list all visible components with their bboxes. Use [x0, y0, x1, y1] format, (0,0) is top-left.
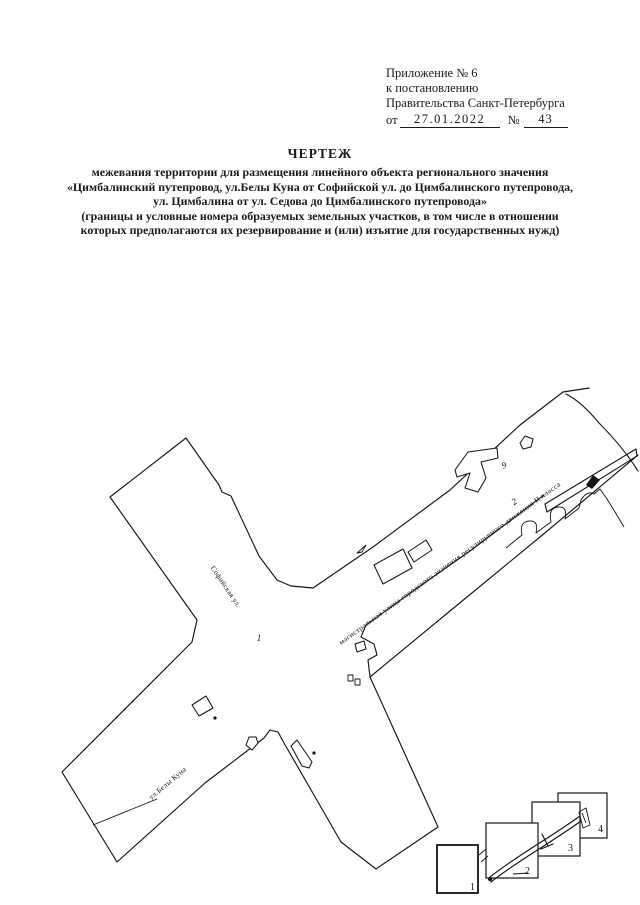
parcel-number-1: 1: [257, 633, 262, 643]
building-rect-small: [407, 539, 433, 563]
title-line-1: межевания территории для размещения лине…: [91, 165, 549, 179]
building-bar: [290, 739, 313, 769]
inset-route-dash: [512, 872, 529, 875]
inset-t-marker: [540, 833, 554, 850]
street-label-bely-kuna: ул.Белы Куна: [147, 764, 189, 801]
title-line-2: «Цимбалинский путепровод, ул.Белы Куна о…: [66, 179, 574, 194]
title-line-5: которых предполагаются их резервирование…: [80, 223, 560, 238]
street-end-inner-line: [92, 798, 158, 826]
building-parallelogram: [191, 695, 214, 717]
decree-date: 27.01.2022: [399, 112, 500, 128]
ramp-double-line: [544, 448, 638, 513]
document-title: ЧЕРТЕЖ межевания территории для размещен…: [36, 146, 604, 238]
inset-square-2: [485, 822, 539, 879]
title-line-3: ул. Цимбалина от ул. Седова до Цимбалинс…: [153, 194, 487, 209]
building-t-shape: [454, 447, 499, 493]
point-marker-1: [213, 716, 217, 720]
sheet-insets: 1 2 3 4: [436, 792, 608, 894]
point-squares: [347, 674, 361, 686]
annex-line-1: Приложение № 6: [386, 66, 478, 80]
number-sign: №: [507, 113, 520, 127]
building-pentagon-top: [519, 435, 534, 450]
edge-tick: [356, 544, 367, 554]
inset-label-1: 1: [470, 882, 475, 893]
inset-paddle-marker: [578, 807, 591, 829]
from-label: от: [386, 113, 398, 127]
plan-drawing: Софийская ул. ул.Белы Куна магистральная…: [61, 387, 639, 894]
road-top-corner: [562, 387, 639, 472]
title-line-4: (границы и условные номера образуемых зе…: [81, 208, 559, 223]
street-label-sofiyskaya: Софийская ул.: [209, 565, 243, 609]
inset-label-4: 4: [598, 824, 603, 835]
inset-chevrons: [478, 848, 489, 863]
parcel-number-9: 9: [500, 460, 508, 471]
buildings: [191, 435, 534, 769]
road-lower-parallel: [369, 454, 639, 678]
inset-route-start: [487, 876, 493, 882]
inset-label-2: 2: [525, 866, 530, 877]
parcel-number-2: 2: [509, 496, 519, 507]
inset-label-3: 3: [568, 843, 573, 854]
title-heading: ЧЕРТЕЖ: [287, 146, 353, 161]
street-label-magistral: магистральная улица городского значения …: [337, 480, 562, 647]
annex-header: Приложение № 6 к постановлению Правитель…: [386, 66, 568, 128]
inset-square-1: [436, 844, 479, 894]
building-rect-tiny: [354, 640, 367, 653]
annex-line-4: от 27.01.2022 № 43: [386, 112, 568, 128]
boundary-bumps: [505, 488, 625, 549]
annex-line-3: Правительства Санкт-Петербурга: [386, 96, 565, 110]
road-outline: [61, 391, 564, 870]
building-pentagon-center: [245, 736, 259, 751]
decree-number: 43: [523, 112, 568, 128]
road-network: [61, 387, 639, 870]
flag-marker: [586, 475, 600, 489]
annex-line-2: к постановлению: [386, 81, 479, 95]
building-rect-large: [373, 548, 413, 585]
inset-route-line: [489, 815, 582, 883]
point-marker-2: [312, 751, 316, 755]
